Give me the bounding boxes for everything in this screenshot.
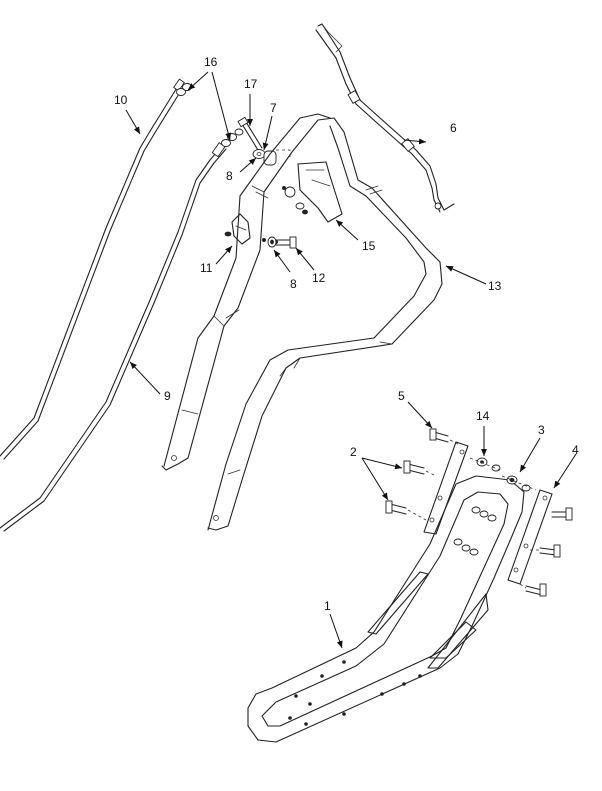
washer-part-8-lower bbox=[267, 236, 277, 248]
bolt-part-5 bbox=[429, 428, 459, 445]
pin-part-12 bbox=[275, 236, 297, 249]
clip-part-11 bbox=[224, 213, 251, 245]
bolt-part-2 bbox=[385, 460, 437, 521]
lower-frame-part-1 bbox=[247, 475, 525, 743]
callout-5: 5 bbox=[398, 389, 405, 403]
callout-labels: 10 16 17 7 8 6 15 11 8 12 13 9 5 14 3 4 … bbox=[114, 55, 579, 613]
callout-10: 10 bbox=[114, 93, 128, 107]
callout-7: 7 bbox=[270, 101, 277, 115]
callout-13: 13 bbox=[488, 279, 502, 293]
bolt-part-17 bbox=[237, 116, 263, 151]
callout-8-upper: 8 bbox=[226, 169, 233, 183]
washer-part-8-upper bbox=[252, 149, 266, 159]
cable-part-10 bbox=[0, 78, 185, 460]
callout-17: 17 bbox=[244, 77, 258, 91]
callout-4: 4 bbox=[572, 443, 579, 457]
nut-part-3 bbox=[501, 475, 537, 492]
callout-8-lower: 8 bbox=[290, 277, 297, 291]
callout-6: 6 bbox=[450, 121, 457, 135]
leader-lines bbox=[125, 71, 577, 649]
side-plate-right bbox=[507, 489, 553, 585]
side-plate-left bbox=[423, 441, 469, 535]
callout-2: 2 bbox=[350, 445, 357, 459]
callout-11: 11 bbox=[200, 261, 213, 275]
bracket-part-15 bbox=[284, 161, 343, 223]
callout-12: 12 bbox=[312, 271, 326, 285]
callout-16: 16 bbox=[204, 55, 218, 69]
callout-3: 3 bbox=[538, 423, 545, 437]
nut-part-16 bbox=[176, 83, 244, 147]
control-rod-part-6 bbox=[315, 23, 455, 213]
callout-1: 1 bbox=[324, 599, 331, 613]
callout-15: 15 bbox=[362, 239, 376, 253]
upper-handle-part-13 bbox=[161, 113, 443, 531]
bolt-part-4 bbox=[519, 507, 573, 597]
washer-part-14 bbox=[469, 457, 501, 472]
callout-9: 9 bbox=[164, 389, 171, 403]
callout-14: 14 bbox=[476, 409, 490, 423]
cable-part-9 bbox=[0, 142, 227, 532]
